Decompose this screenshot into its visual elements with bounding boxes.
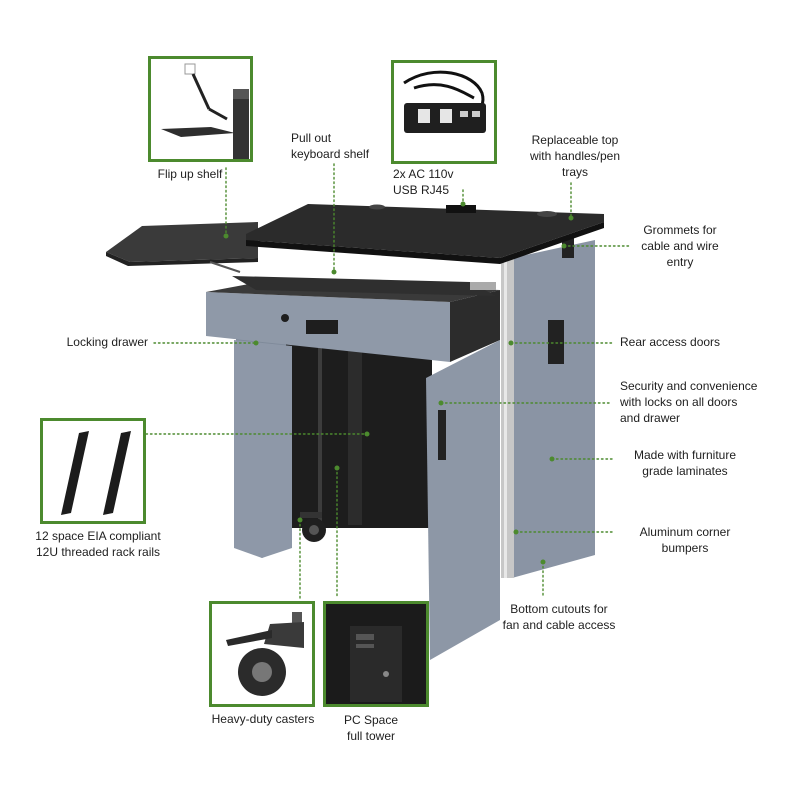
label-grommets: Grommets for cable and wire entry	[641, 223, 719, 269]
label-pc-space: PC Space full tower	[343, 713, 399, 743]
keyboard-shelf	[232, 276, 496, 296]
label-rack-rails: 12 space EIA compliant 12U threaded rack…	[35, 529, 161, 559]
inset-power-module	[391, 60, 497, 164]
inset-flip-up-shelf	[148, 56, 253, 162]
label-bumpers: Aluminum corner bumpers	[639, 525, 731, 555]
label-keyboard-shelf: Pull out keyboard shelf	[291, 131, 370, 161]
label-casters: Heavy-duty casters	[211, 712, 315, 726]
inset-rack-rails	[40, 418, 146, 524]
label-power: 2x AC 110v USB RJ45	[393, 167, 454, 197]
inset-pc-space	[323, 601, 429, 707]
cabinet-right-panel	[512, 240, 595, 578]
inset-casters	[209, 601, 315, 707]
label-replaceable-top: Replaceable top with handles/pen trays	[529, 133, 621, 179]
label-cutouts: Bottom cutouts for fan and cable access	[502, 602, 616, 632]
label-flip-up-shelf: Flip up shelf	[157, 167, 223, 181]
label-laminates: Made with furniture grade laminates	[633, 448, 737, 478]
replaceable-top	[246, 204, 604, 258]
label-rear-doors: Rear access doors	[620, 335, 721, 349]
label-locking-drawer: Locking drawer	[66, 335, 148, 349]
flip-up-shelf	[106, 222, 258, 262]
left-door	[234, 340, 292, 558]
label-security: Security and convenience with locks on a…	[620, 379, 758, 425]
